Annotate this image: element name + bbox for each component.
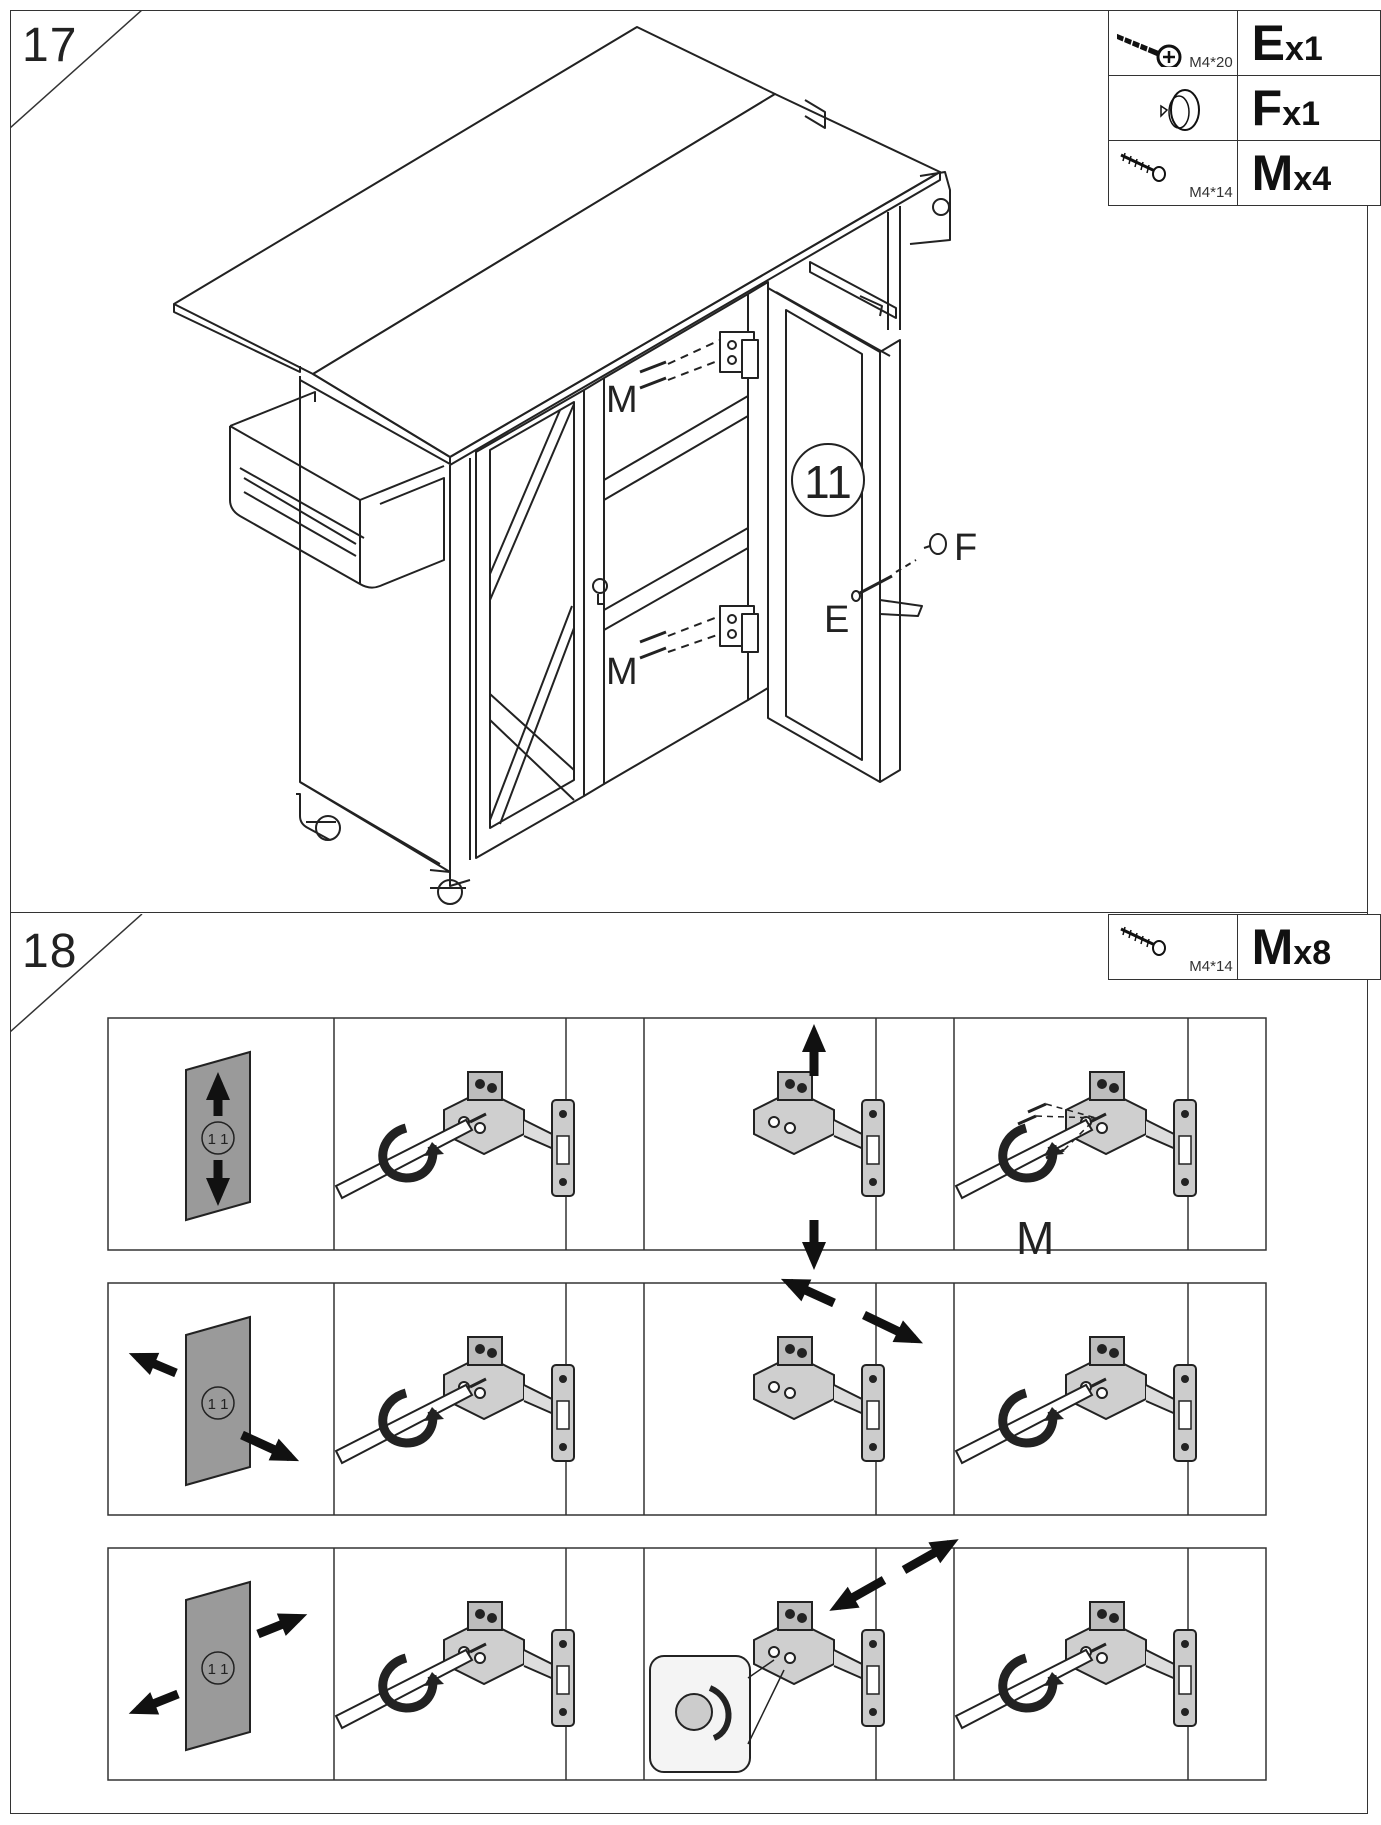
part-count-cell: Fx1 [1236, 75, 1381, 141]
adjust-direction-arrows [128, 1352, 300, 1462]
hinge-step-cell [649, 1539, 959, 1773]
step-17-parts-table: M4*20 Ex1 Fx1 M4*14 Mx4 [1108, 10, 1381, 206]
bolt-label: E [824, 599, 849, 641]
screw-icon [1120, 926, 1166, 956]
part-type-cell [1108, 75, 1238, 141]
adjust-screw-inset [649, 1655, 785, 1773]
adjust-direction-arrows [128, 1613, 308, 1715]
part-row-f: Fx1 [1108, 75, 1381, 141]
part-count: x1 [1282, 95, 1321, 133]
door-number-label: 1 1 [208, 1661, 229, 1678]
part-size-label: M4*14 [1189, 184, 1233, 201]
move-arrows [829, 1539, 959, 1611]
adjust-direction-arrows [206, 1072, 230, 1206]
step-divider [10, 912, 1368, 913]
part-size-label: M4*20 [1189, 54, 1233, 71]
door-panel-11: 1 1 [185, 1050, 251, 1222]
knob-label: F [954, 527, 977, 569]
part-letter: M [1251, 919, 1294, 975]
step-17-corner-line [10, 10, 143, 129]
part-size-label: M4*14 [1189, 958, 1233, 975]
door-panel-11: 1 1 [128, 1580, 308, 1752]
move-arrows [780, 1278, 924, 1344]
adjustment-row: 1 1 M [107, 1017, 1267, 1270]
hinge-step-cell [753, 1278, 924, 1462]
screws-with-dashed-lines: M [1016, 1102, 1097, 1264]
hinge-step-cell [753, 1024, 885, 1270]
part-row-m: M4*14 Mx8 [1108, 914, 1381, 980]
step-18-corner-line [10, 914, 143, 1033]
screw-label-lower: M [606, 651, 638, 693]
adjustment-row: 1 1 [107, 1278, 1267, 1516]
move-arrows [802, 1024, 826, 1270]
part-count: x4 [1293, 160, 1332, 198]
door-number-label: 1 1 [208, 1396, 229, 1413]
step-17-number: 17 [22, 19, 78, 72]
step-18-number: 18 [22, 925, 78, 978]
part-letter: F [1251, 80, 1283, 136]
screw-label: M [1016, 1212, 1054, 1264]
kitchen-island-illustration: 11 M M F E [173, 26, 977, 905]
part-count-cell: Mx8 [1236, 914, 1381, 980]
step-18-parts-table: M4*14 Mx8 [1108, 914, 1381, 980]
screw-label-upper: M [606, 379, 638, 421]
screw-icon [1120, 152, 1166, 182]
adjustment-row: 1 1 [107, 1539, 1267, 1781]
part-row-m: M4*14 Mx4 [1108, 140, 1381, 206]
door-number-label: 1 1 [208, 1131, 229, 1148]
part-letter: E [1251, 15, 1286, 71]
part-letter: M [1251, 145, 1294, 201]
part-count: x8 [1293, 934, 1332, 972]
part-count: x1 [1285, 30, 1323, 68]
door-number-label: 11 [804, 456, 852, 508]
hinge-step-cell: M [956, 1071, 1197, 1264]
bolt-icon [1116, 32, 1182, 67]
door-number-circle [791, 443, 865, 517]
knob-icon [1160, 89, 1200, 131]
part-type-cell: M4*14 [1108, 914, 1238, 980]
adjustment-rows: 1 1 M 1 1 1 1 [107, 1017, 1267, 1781]
door-panel-11: 1 1 [128, 1315, 300, 1487]
part-type-cell: M4*14 [1108, 140, 1238, 206]
part-count-cell: Mx4 [1236, 140, 1381, 206]
part-type-cell: M4*20 [1108, 10, 1238, 76]
